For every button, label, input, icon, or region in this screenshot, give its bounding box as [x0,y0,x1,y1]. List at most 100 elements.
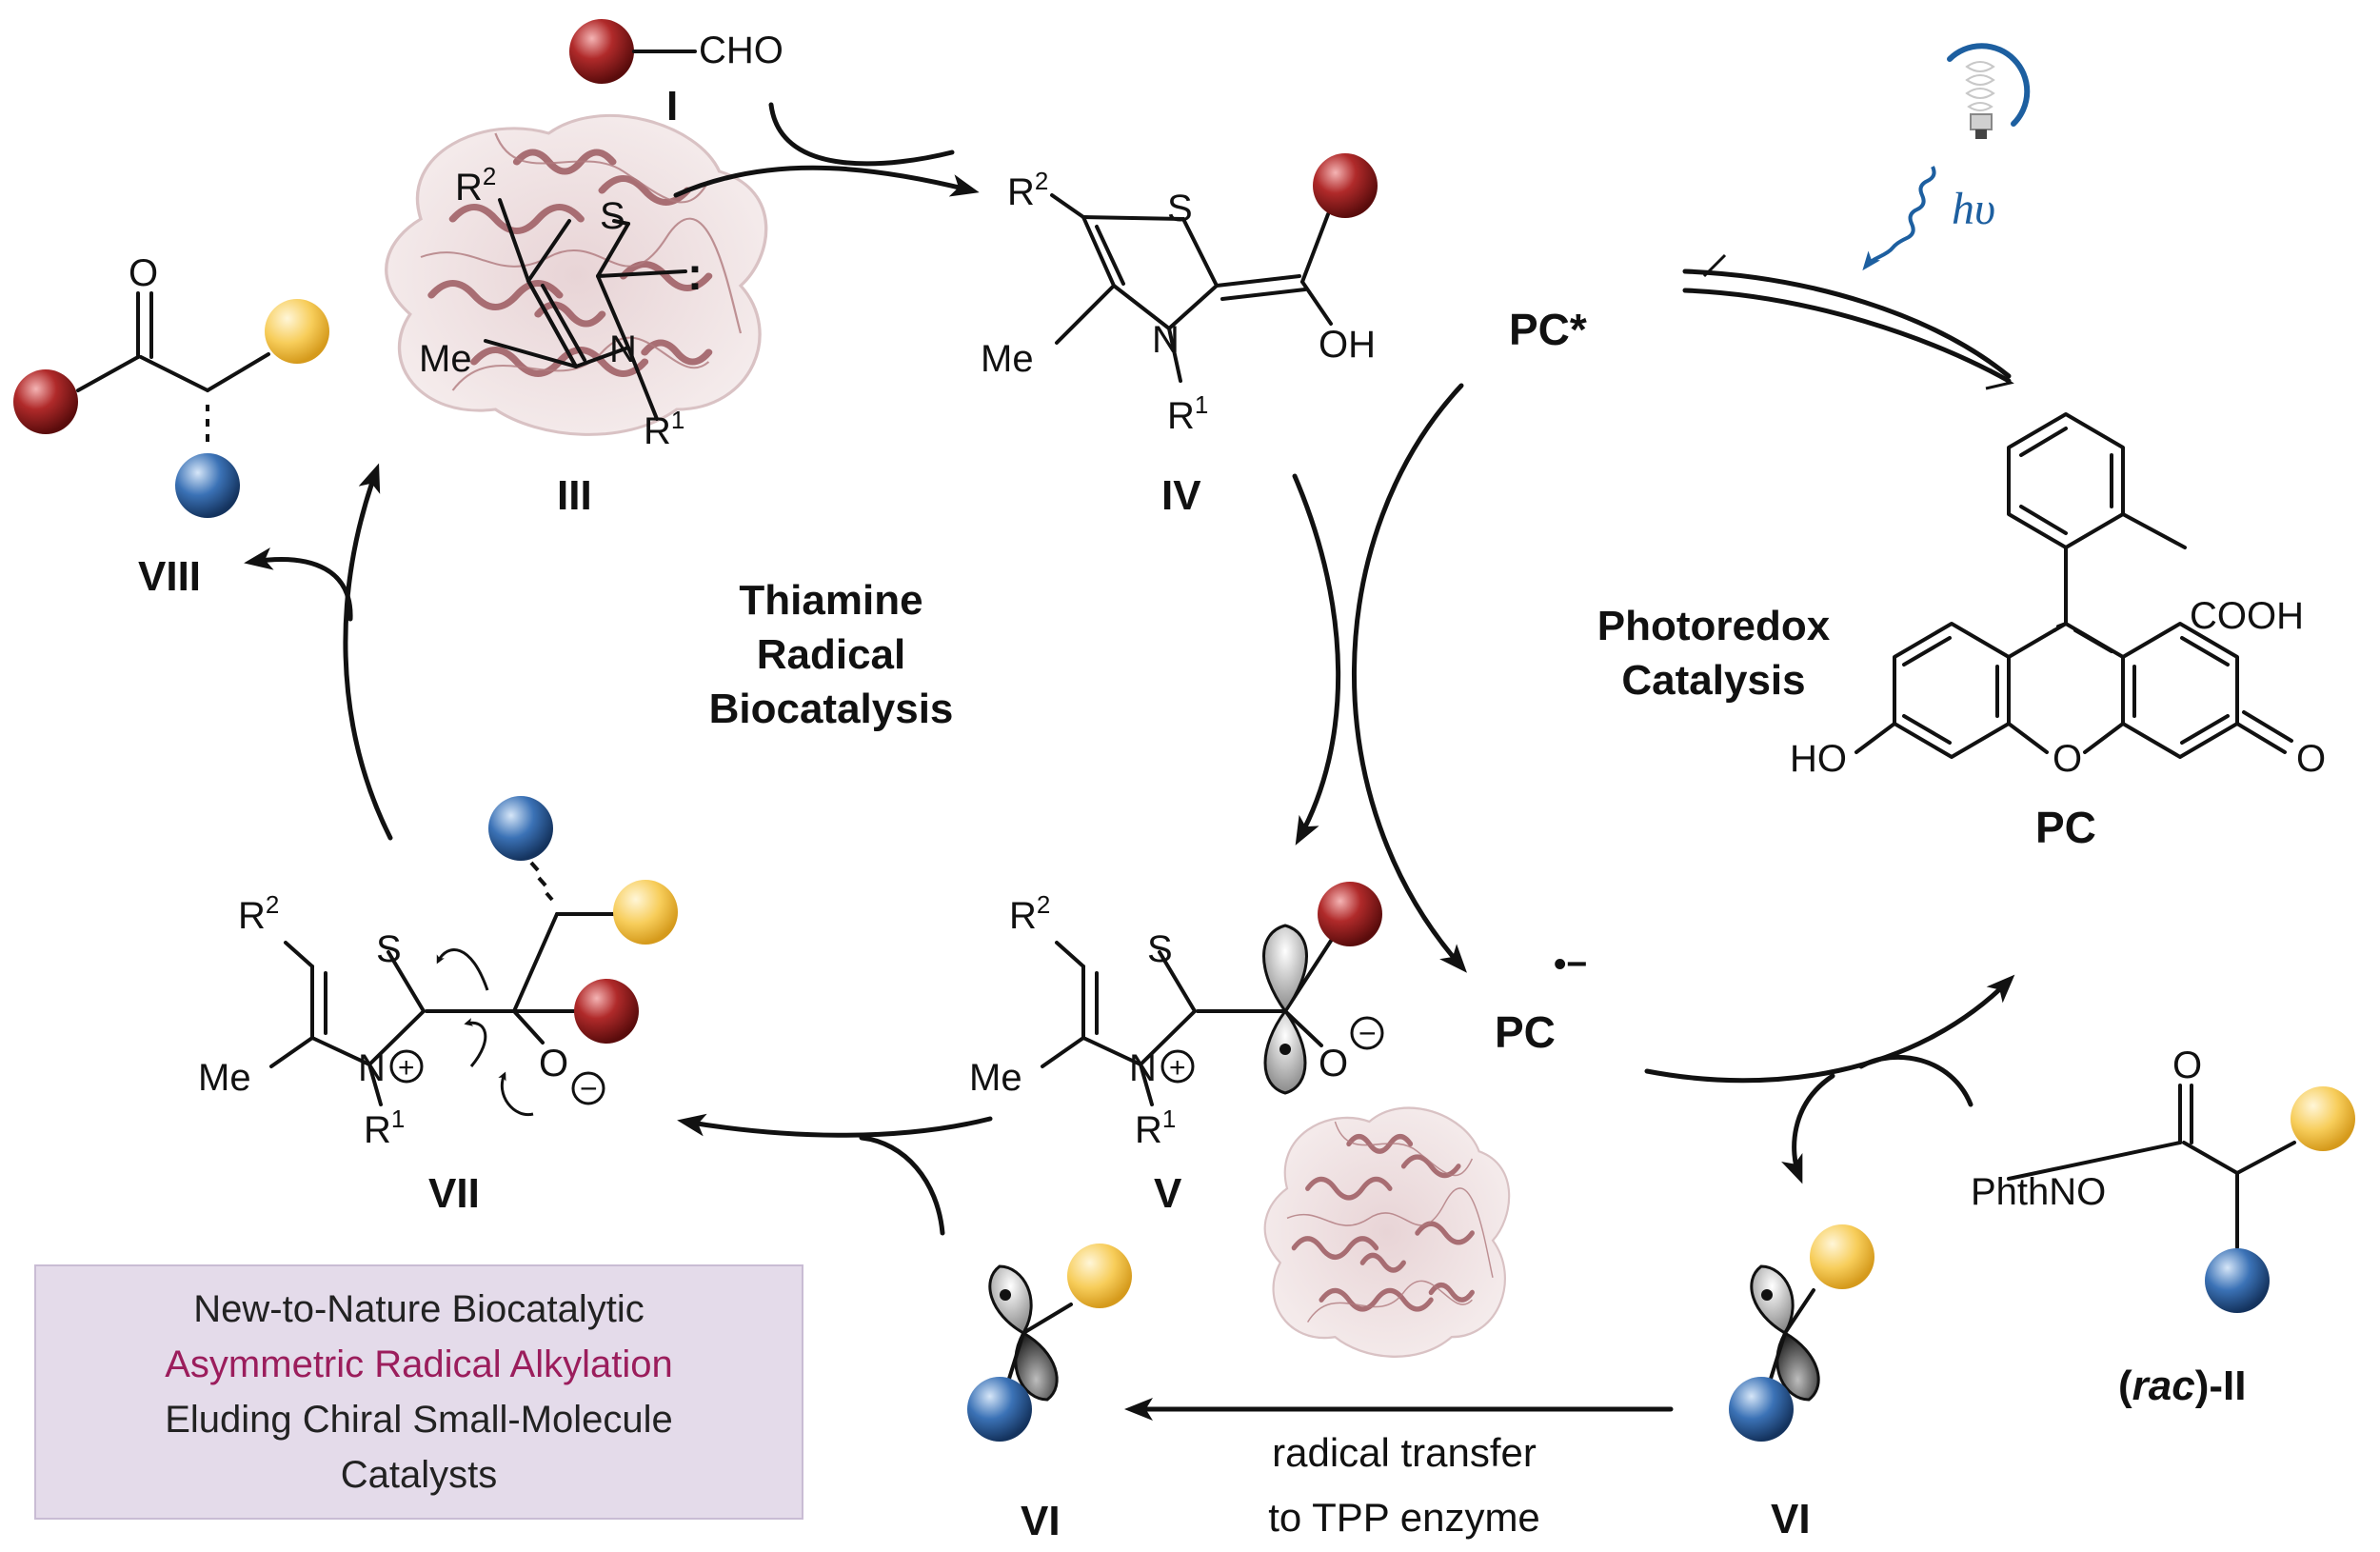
vii-plus-charge: + [389,1049,424,1084]
label-rac-II: (rac)-II [2118,1363,2247,1409]
arrow-to-VI-right [1781,1073,1835,1184]
iii-lone-pair: : [687,249,703,300]
curly-arrow-1 [436,948,489,991]
iii-me: Me [419,338,472,380]
arrow-VI-into-VII [859,1135,945,1236]
pc-ho: HO [1790,738,1847,780]
compound-rac-II: O PhthNO (rac)-II [1971,1045,2355,1409]
compound-V: R2 S N + Me R1 O − V [969,882,1384,1217]
right-cycle-title-1: Photoredox [1597,603,1831,649]
left-cycle-title-2: Radical [757,631,906,678]
yellow-ball-icon [1810,1224,1874,1289]
vii-r1: R1 [364,1104,405,1151]
v-r1: R1 [1135,1104,1176,1151]
arrow-I-to-IV [768,102,955,167]
compound-PC: COOH HO O O PC [1790,412,2326,852]
yellow-ball-icon [613,880,678,945]
iii-r2: R2 [455,162,496,209]
label-IV: IV [1161,472,1201,519]
vii-n: N [358,1047,386,1089]
label-VII: VII [428,1170,480,1217]
svg-text:+: + [398,1052,415,1084]
left-cycle-title-1: Thiamine [739,577,922,624]
hv-label: hυ [1952,184,1995,234]
tpp-enzyme-icon [1265,1108,1510,1357]
rac-ii-o: O [2172,1045,2202,1086]
yellow-ball-icon [265,299,329,364]
vii-r2: R2 [238,890,279,937]
compound-III: R2 S N Me R1 : III [387,115,766,519]
compound-VI-right: VI [1729,1224,1874,1542]
label-I: I [666,83,678,129]
v-me: Me [969,1057,1022,1099]
cho-label: CHO [699,30,783,71]
red-ball-icon [574,979,639,1044]
blue-ball-icon [967,1377,1032,1442]
pc-ring-o: O [2053,738,2082,780]
pc-keto-o: O [2296,738,2326,780]
label-PC-radical: PC [1495,1007,1556,1057]
blue-ball-icon [175,453,240,518]
note-line-1: New-to-Nature Biocatalytic [193,1288,645,1330]
label-V: V [1154,1170,1182,1217]
label-PC: PC [2035,803,2096,852]
svg-text:+: + [1169,1052,1186,1084]
iii-r1: R1 [644,406,684,452]
red-ball-icon [1313,153,1378,218]
iii-s: S [600,195,625,237]
v-minus-charge: − [1350,1016,1384,1050]
rac-ii-phth: PhthNO [1971,1171,2106,1213]
iv-s: S [1167,188,1193,229]
label-VI-left: VI [1021,1498,1061,1544]
compound-VIII: O VIII [13,252,329,600]
label-PC-star: PC* [1509,305,1587,354]
arrow-IV-to-V [1292,473,1341,846]
arrow-PCradical-to-PC [1644,974,2015,1084]
blue-ball-icon [2205,1248,2270,1313]
curly-arrow-2 [464,1018,487,1067]
arrow-III-to-IV [673,165,980,198]
vii-me: Me [198,1057,251,1099]
enzyme-surface-icon [387,115,766,434]
note-line-4: Catalysts [340,1454,498,1496]
label-VI-right: VI [1771,1496,1811,1542]
v-s: S [1147,928,1173,970]
arrow-V-to-VII [677,1113,993,1138]
transfer-label-2: to TPP enzyme [1268,1495,1540,1540]
yellow-ball-icon [1067,1244,1132,1308]
svg-text:−: − [1359,1016,1377,1050]
arrow-rac-II-in [1858,1054,1973,1107]
note-box: New-to-Nature Biocatalytic Asymmetric Ra… [34,1264,803,1520]
arrow-to-VIII [244,547,353,622]
red-ball-icon [569,19,634,84]
v-o: O [1319,1043,1348,1084]
vii-s: S [376,928,402,970]
iv-me: Me [981,338,1034,380]
viii-o: O [129,252,158,294]
curly-arrow-3 [498,1071,534,1117]
iv-n: N [1152,319,1180,361]
pc-cooh: COOH [2190,595,2304,637]
note-line-3: Eluding Chiral Small-Molecule [165,1399,673,1441]
iv-oh: OH [1319,324,1376,366]
p-orbital-upper-icon [1262,924,1308,1014]
v-n: N [1129,1047,1157,1089]
compound-VI-left: VI [967,1244,1132,1544]
pc-radical-charge: •− [1554,945,1588,985]
iv-r1: R1 [1167,390,1208,437]
compound-PC-radical: PC •− [1495,945,1588,1057]
iv-r2: R2 [1007,167,1048,213]
label-VIII: VIII [138,553,201,600]
p-orbital-upper-icon [1750,1264,1795,1336]
compound-I: CHO I [569,19,783,129]
compound-VII: R2 S N + Me R1 O − VII [198,796,678,1217]
right-cycle-title-2: Catalysis [1621,657,1805,704]
iii-n: N [609,328,637,370]
label-III: III [557,472,592,519]
compound-IV: R2 S N Me R1 OH IV [981,153,1378,519]
left-cycle-title-3: Biocatalysis [709,686,954,732]
vii-minus-charge: − [571,1071,605,1105]
arrow-PCstar-to-PCradical [1352,383,1467,973]
blue-ball-icon [488,796,553,861]
